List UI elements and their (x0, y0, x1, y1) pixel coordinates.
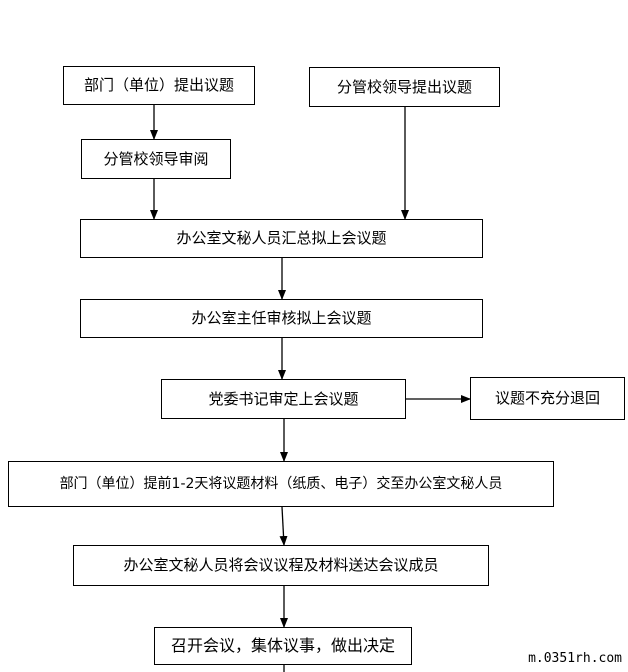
node-director-review: 办公室主任审核拟上会议题 (80, 299, 483, 338)
watermark-text: m.0351rh.com (528, 651, 622, 666)
node-party-secretary: 党委书记审定上会议题 (161, 379, 406, 419)
node-leader-review: 分管校领导审阅 (81, 139, 231, 179)
node-hold-meeting: 召开会议，集体议事，做出决定 (154, 627, 412, 665)
node-leader-propose: 分管校领导提出议题 (309, 67, 500, 107)
node-rejected: 议题不充分退回 (470, 377, 625, 420)
node-dept-propose: 部门（单位）提出议题 (63, 66, 255, 105)
arrow-submit-to-send (279, 506, 288, 546)
node-secretary-collect: 办公室文秘人员汇总拟上会议题 (80, 219, 483, 258)
node-submit-materials: 部门（单位）提前1-2天将议题材料（纸质、电子）交至办公室文秘人员 (8, 461, 554, 507)
node-send-agenda: 办公室文秘人员将会议议程及材料送达会议成员 (73, 545, 489, 586)
